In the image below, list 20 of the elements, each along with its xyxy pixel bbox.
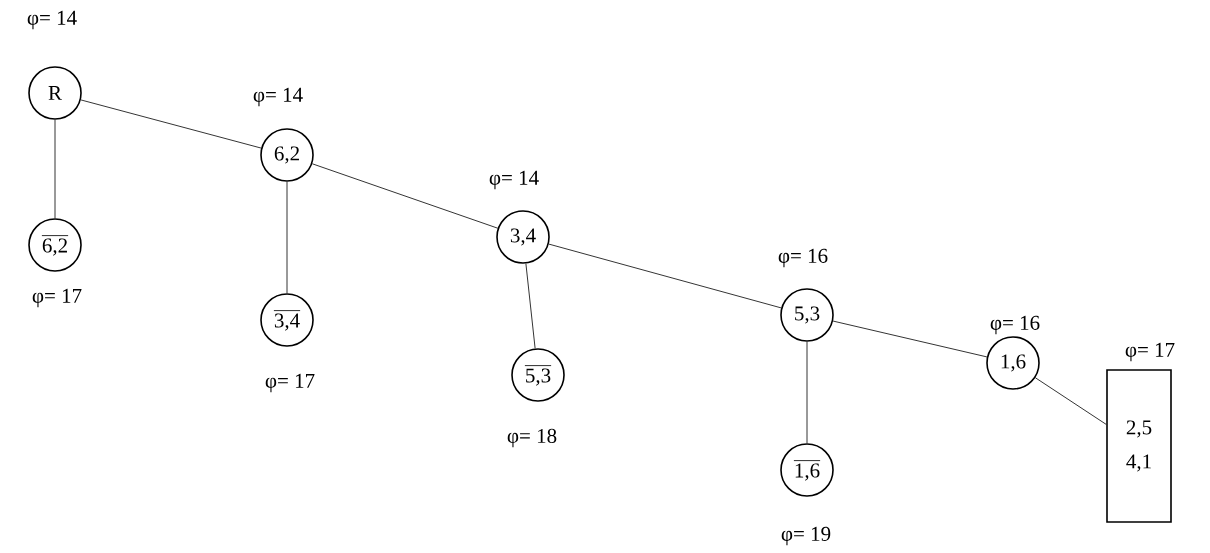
bound-label: φ= 19 [781, 526, 831, 546]
bound-label: φ= 17 [1125, 342, 1175, 362]
bound-label: φ= 16 [990, 315, 1040, 335]
tree-edge [286, 181, 288, 294]
leaf-box: 2,5 4,1 [1106, 369, 1172, 523]
bound-label: φ= 14 [27, 10, 77, 30]
tree-edge [548, 243, 782, 309]
tree-edge [54, 119, 56, 219]
bound-label: φ= 17 [32, 288, 82, 308]
tree-edge [832, 320, 988, 358]
tree-edge [1035, 377, 1107, 425]
bound-label: φ= 17 [265, 373, 315, 393]
tree-edge [806, 341, 808, 444]
bound-label: φ= 14 [253, 87, 303, 107]
tree-edge [525, 263, 536, 349]
bound-label: φ= 16 [778, 248, 828, 268]
tree-edge [80, 99, 262, 149]
tree-edge [311, 163, 499, 229]
bound-label: φ= 18 [507, 428, 557, 448]
bound-label: φ= 14 [489, 170, 539, 190]
